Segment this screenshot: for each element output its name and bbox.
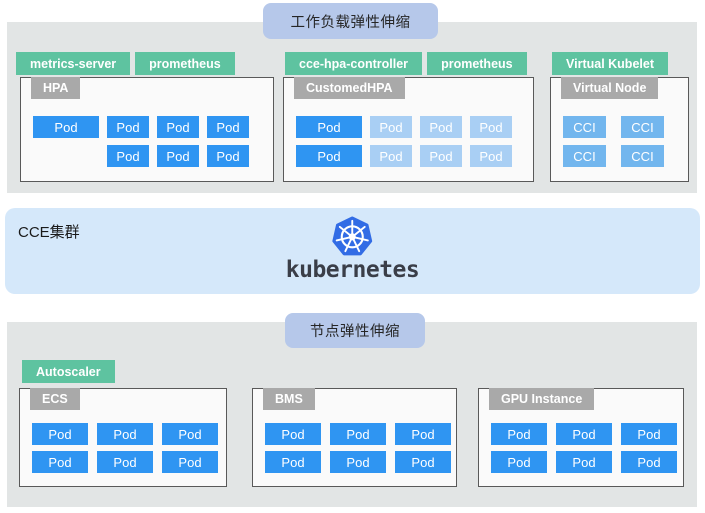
hpa-box-title: HPA [31,77,81,99]
node-scaling-banner: 节点弹性伸缩 [285,313,425,348]
pod-box: Pod [296,116,362,138]
pod-box: Pod [621,451,677,473]
pod-row: Pod Pod Pod [107,145,249,167]
bms-box-title: BMS [263,388,315,410]
pod-box: Pod [330,451,386,473]
component-tag: Virtual Kubelet [552,52,668,75]
virtual-node-pods: CCI CCI CCI CCI [563,116,664,167]
component-tag: prometheus [135,52,235,75]
pod-box: Pod [207,116,249,138]
kubernetes-logo-icon [332,216,373,256]
pod-row: Pod Pod Pod Pod [33,116,249,138]
cci-row: CCI CCI [563,145,664,167]
autoscaler-tags: Autoscaler [22,360,115,383]
cci-box: CCI [621,116,664,138]
pod-box: Pod [107,116,149,138]
gpu-instance-box-title: GPU Instance [489,388,595,410]
pod-box: Pod [470,145,512,167]
component-tag: metrics-server [16,52,131,75]
virtual-node-box-title: Virtual Node [561,77,659,99]
pod-box: Pod [395,423,451,445]
virtual-node-box: Virtual Node CCI CCI CCI CCI [550,77,689,182]
pod-row: Pod Pod Pod Pod [296,145,512,167]
pod-box: Pod [32,423,88,445]
pod-box: Pod [157,116,199,138]
pod-box: Pod [370,116,412,138]
pod-box: Pod [420,145,462,167]
customedhpa-box-title: CustomedHPA [294,77,405,99]
component-tag: prometheus [427,52,527,75]
pod-box: Pod [556,423,612,445]
pod-box: Pod [265,423,321,445]
component-tag: Autoscaler [22,360,115,383]
pod-box: Pod [33,116,99,138]
pod-row: Pod Pod Pod [32,451,218,473]
pod-box: Pod [370,145,412,167]
pod-box: Pod [265,451,321,473]
ecs-box-title: ECS [30,388,80,410]
pod-box: Pod [330,423,386,445]
pod-box: Pod [157,145,199,167]
cci-box: CCI [621,145,664,167]
pod-box: Pod [32,451,88,473]
kubernetes-wordmark: kubernetes [285,257,420,283]
pod-box: Pod [420,116,462,138]
pod-box: Pod [621,423,677,445]
pod-row: Pod Pod Pod Pod [296,116,512,138]
workload-scaling-banner: 工作负载弹性伸缩 [263,3,438,39]
pod-box: Pod [556,451,612,473]
pod-box: Pod [107,145,149,167]
pod-row: Pod Pod Pod [491,423,677,445]
pod-row: Pod Pod Pod [265,451,451,473]
pod-box: Pod [207,145,249,167]
cce-cluster-label: CCE集群 [18,224,80,241]
pod-box: Pod [395,451,451,473]
cci-box: CCI [563,145,606,167]
cci-row: CCI CCI [563,116,664,138]
pod-row: Pod Pod Pod [265,423,451,445]
pod-row: Pod Pod Pod [491,451,677,473]
pod-box: Pod [491,423,547,445]
kubernetes-logo-block: kubernetes [285,214,420,283]
cci-box: CCI [563,116,606,138]
pod-box: Pod [97,451,153,473]
pod-box: Pod [162,423,218,445]
pod-box: Pod [470,116,512,138]
virtual-kubelet-group-tags: Virtual Kubelet [552,52,668,75]
pod-box: Pod [491,451,547,473]
pod-box: Pod [162,451,218,473]
pod-box: Pod [97,423,153,445]
pod-box: Pod [296,145,362,167]
component-tag: cce-hpa-controller [285,52,423,75]
pod-row: Pod Pod Pod [32,423,218,445]
cce-cluster-band: CCE集群 kubernetes [5,208,700,294]
